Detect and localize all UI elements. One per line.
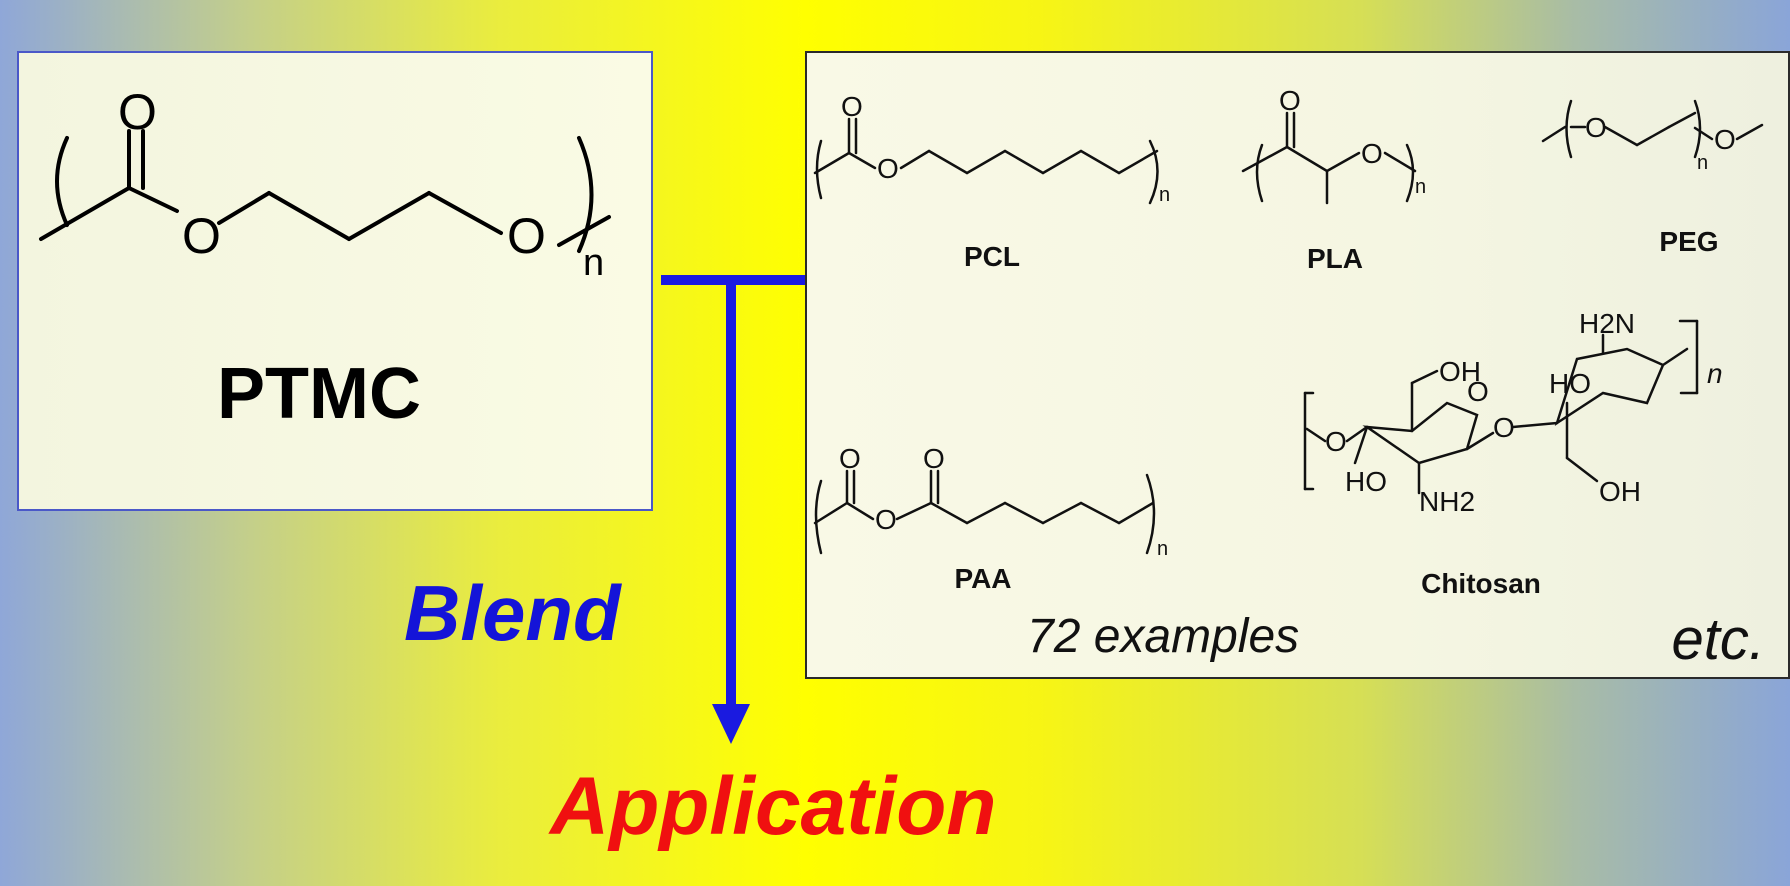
chitosan-oh-bottom: OH [1599,476,1641,507]
pcl-ester-o: O [877,153,899,184]
ptmc-repeat-n: n [583,242,604,284]
ptmc-structure-drawing: O O O n PTMC [39,84,611,434]
application-label: Application [550,761,997,852]
peg-end-o: O [1714,124,1736,155]
etc-label: etc. [1672,607,1766,672]
ptmc-ester-o: O [182,208,221,264]
ptmc-left-bracket [55,136,69,227]
paa-repeat-n: n [1157,538,1168,560]
blend-partners-drawing: O O n O O n O O n O O O n OH H2N HO O O … [813,85,1766,672]
chitosan-link-o-left: O [1325,426,1347,457]
pla-name: PLA [1307,243,1363,274]
ptmc-end-o: O [507,208,546,264]
peg-ether-o: O [1585,112,1607,143]
arrow-down-icon [712,704,750,744]
examples-count: 72 examples [1027,610,1299,663]
paa-carbonyl-o-1: O [839,443,861,474]
chitosan-h2n: H2N [1579,308,1635,339]
ptmc-right-bracket [577,136,594,253]
chitosan-oh-top: OH [1439,356,1481,387]
peg-name: PEG [1659,226,1718,257]
chitosan-ho-bottom: HO [1345,466,1387,497]
paa-anhydride-o: O [875,504,897,535]
pcl-name: PCL [964,241,1020,272]
chitosan-link-o-mid: O [1493,412,1515,443]
pla-repeat-n: n [1415,176,1426,198]
chitosan-repeat-n: n [1707,358,1723,389]
chitosan-name: Chitosan [1421,568,1541,599]
blend-partners-panel: O O n O O n O O n O O O n OH H2N HO O O … [805,51,1790,679]
ptmc-structure-panel: O O O n PTMC [17,51,653,511]
pla-ester-o: O [1361,138,1383,169]
peg-repeat-n: n [1697,152,1708,174]
paa-carbonyl-o-2: O [923,443,945,474]
pcl-carbonyl-o: O [841,91,863,122]
pla-carbonyl-o: O [1279,85,1301,116]
chitosan-ring-o-left: O [1467,376,1489,407]
paa-name: PAA [954,563,1011,594]
blend-label: Blend [404,569,621,657]
pcl-repeat-n: n [1159,184,1170,206]
chitosan-ho-mid: HO [1549,368,1591,399]
chitosan-nh2: NH2 [1419,486,1475,517]
ptmc-carbonyl-o: O [118,84,157,140]
ptmc-name: PTMC [217,354,421,434]
